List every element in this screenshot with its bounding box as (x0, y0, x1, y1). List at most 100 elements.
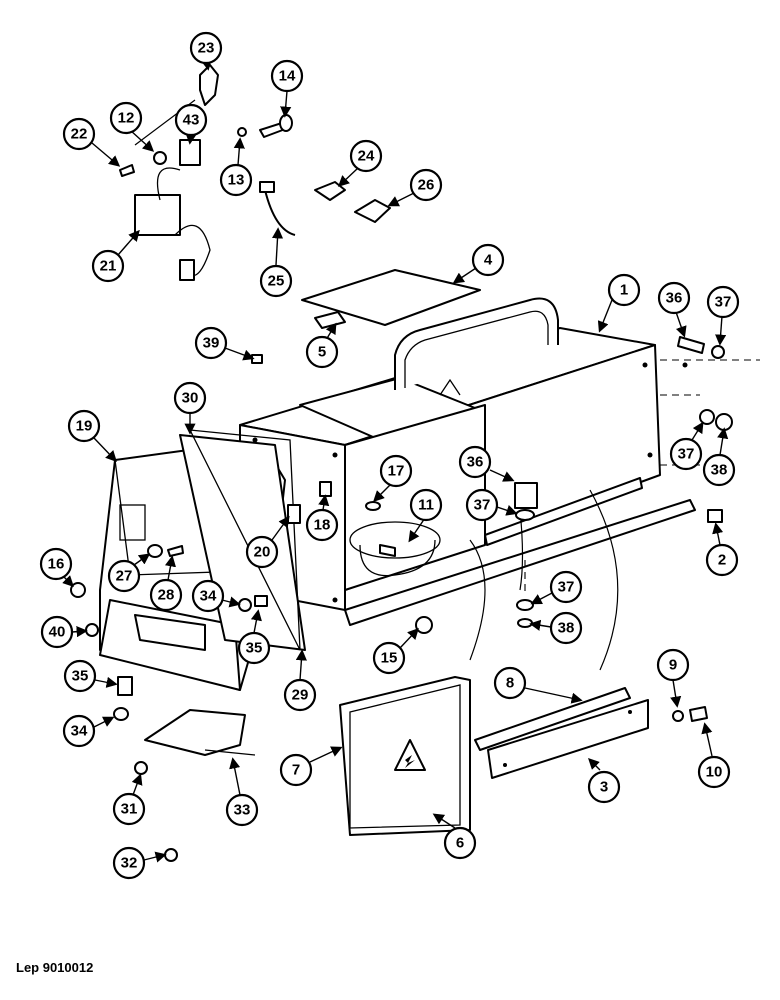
callout-34b: 34 (62, 714, 115, 748)
callout-39: 39 (194, 326, 255, 361)
callout-35a: 35 (237, 609, 271, 665)
svg-text:37: 37 (474, 497, 491, 514)
callout-36b: 36 (458, 445, 515, 482)
svg-text:34: 34 (200, 588, 217, 605)
callout-37b: 37 (465, 488, 518, 522)
callout-23: 23 (189, 31, 223, 71)
callout-17: 17 (373, 454, 413, 502)
switch-assembly (119, 64, 247, 281)
callout-37c: 37 (669, 421, 704, 471)
svg-text:1: 1 (620, 282, 628, 299)
strip-plates (474, 687, 649, 779)
svg-text:33: 33 (234, 802, 251, 819)
svg-text:20: 20 (254, 544, 271, 561)
callout-26: 26 (387, 168, 443, 207)
callout-38b: 38 (529, 611, 583, 645)
callout-22: 22 (62, 117, 121, 167)
svg-text:24: 24 (358, 148, 375, 165)
svg-text:4: 4 (484, 252, 493, 269)
svg-text:3: 3 (600, 779, 608, 796)
svg-text:31: 31 (121, 801, 138, 818)
callout-43: 43 (174, 103, 208, 145)
callout-25: 25 (259, 227, 293, 298)
svg-text:10: 10 (706, 764, 723, 781)
callout-15: 15 (372, 627, 419, 675)
svg-text:30: 30 (182, 390, 199, 407)
svg-text:13: 13 (228, 172, 245, 189)
svg-text:26: 26 (418, 177, 435, 194)
svg-text:28: 28 (158, 587, 175, 604)
svg-text:25: 25 (268, 273, 285, 290)
callout-32: 32 (112, 846, 167, 880)
callout-18: 18 (305, 494, 339, 542)
svg-text:35: 35 (72, 668, 89, 685)
svg-text:12: 12 (118, 110, 135, 127)
svg-text:32: 32 (121, 855, 138, 872)
callout-11: 11 (408, 488, 443, 543)
svg-text:16: 16 (48, 556, 65, 573)
bottom-shield (144, 709, 256, 756)
svg-text:9: 9 (669, 657, 677, 674)
callout-30: 30 (173, 381, 207, 435)
callout-31: 31 (112, 773, 146, 826)
callout-34a: 34 (191, 579, 241, 613)
callout-14: 14 (270, 59, 304, 118)
callout-29: 29 (283, 649, 317, 712)
callout-13: 13 (219, 137, 253, 197)
callout-24: 24 (337, 139, 383, 187)
callout-37a: 37 (706, 285, 740, 346)
svg-text:27: 27 (116, 568, 133, 585)
callout-10: 10 (697, 722, 731, 789)
door-panel (339, 676, 471, 836)
callout-21: 21 (91, 229, 140, 283)
svg-text:14: 14 (279, 68, 296, 85)
callout-19: 19 (67, 409, 117, 463)
callout-36a: 36 (657, 281, 691, 338)
svg-text:39: 39 (203, 335, 220, 352)
svg-text:19: 19 (76, 418, 93, 435)
bolt-14 (259, 114, 293, 138)
callout-27: 27 (107, 553, 151, 593)
svg-text:35: 35 (246, 640, 263, 657)
svg-text:7: 7 (292, 762, 300, 779)
callout-1: 1 (597, 273, 641, 333)
callout-8: 8 (493, 666, 583, 704)
callout-35b: 35 (63, 659, 118, 693)
svg-text:15: 15 (381, 650, 398, 667)
callout-9: 9 (656, 648, 690, 708)
svg-text:8: 8 (506, 675, 514, 692)
svg-text:22: 22 (71, 126, 88, 143)
svg-text:37: 37 (678, 446, 695, 463)
svg-text:36: 36 (467, 454, 484, 471)
svg-text:18: 18 (314, 517, 331, 534)
callout-4: 4 (452, 243, 505, 284)
svg-text:37: 37 (558, 579, 575, 596)
svg-text:38: 38 (558, 620, 575, 637)
svg-text:23: 23 (198, 40, 215, 57)
callout-33: 33 (225, 757, 259, 827)
callout-12: 12 (109, 101, 155, 152)
cover-plate (301, 269, 481, 329)
svg-text:6: 6 (456, 835, 464, 852)
callout-28: 28 (149, 555, 183, 612)
svg-text:29: 29 (292, 687, 309, 704)
callout-40: 40 (40, 615, 88, 649)
clip-24-26 (314, 181, 391, 223)
svg-text:5: 5 (318, 344, 326, 361)
callout-3: 3 (587, 758, 621, 804)
svg-text:11: 11 (418, 497, 434, 514)
callout-37d: 37 (530, 570, 583, 605)
svg-text:17: 17 (388, 463, 405, 480)
svg-text:38: 38 (711, 462, 728, 479)
cable-25 (259, 181, 296, 236)
callout-2: 2 (705, 522, 739, 577)
svg-text:37: 37 (715, 294, 732, 311)
hardware (70, 336, 733, 862)
callout-6: 6 (432, 813, 477, 860)
svg-text:40: 40 (49, 624, 66, 641)
callout-5: 5 (305, 322, 339, 369)
front-cover (99, 429, 306, 691)
callout-20: 20 (245, 515, 290, 569)
svg-text:34: 34 (71, 723, 88, 740)
